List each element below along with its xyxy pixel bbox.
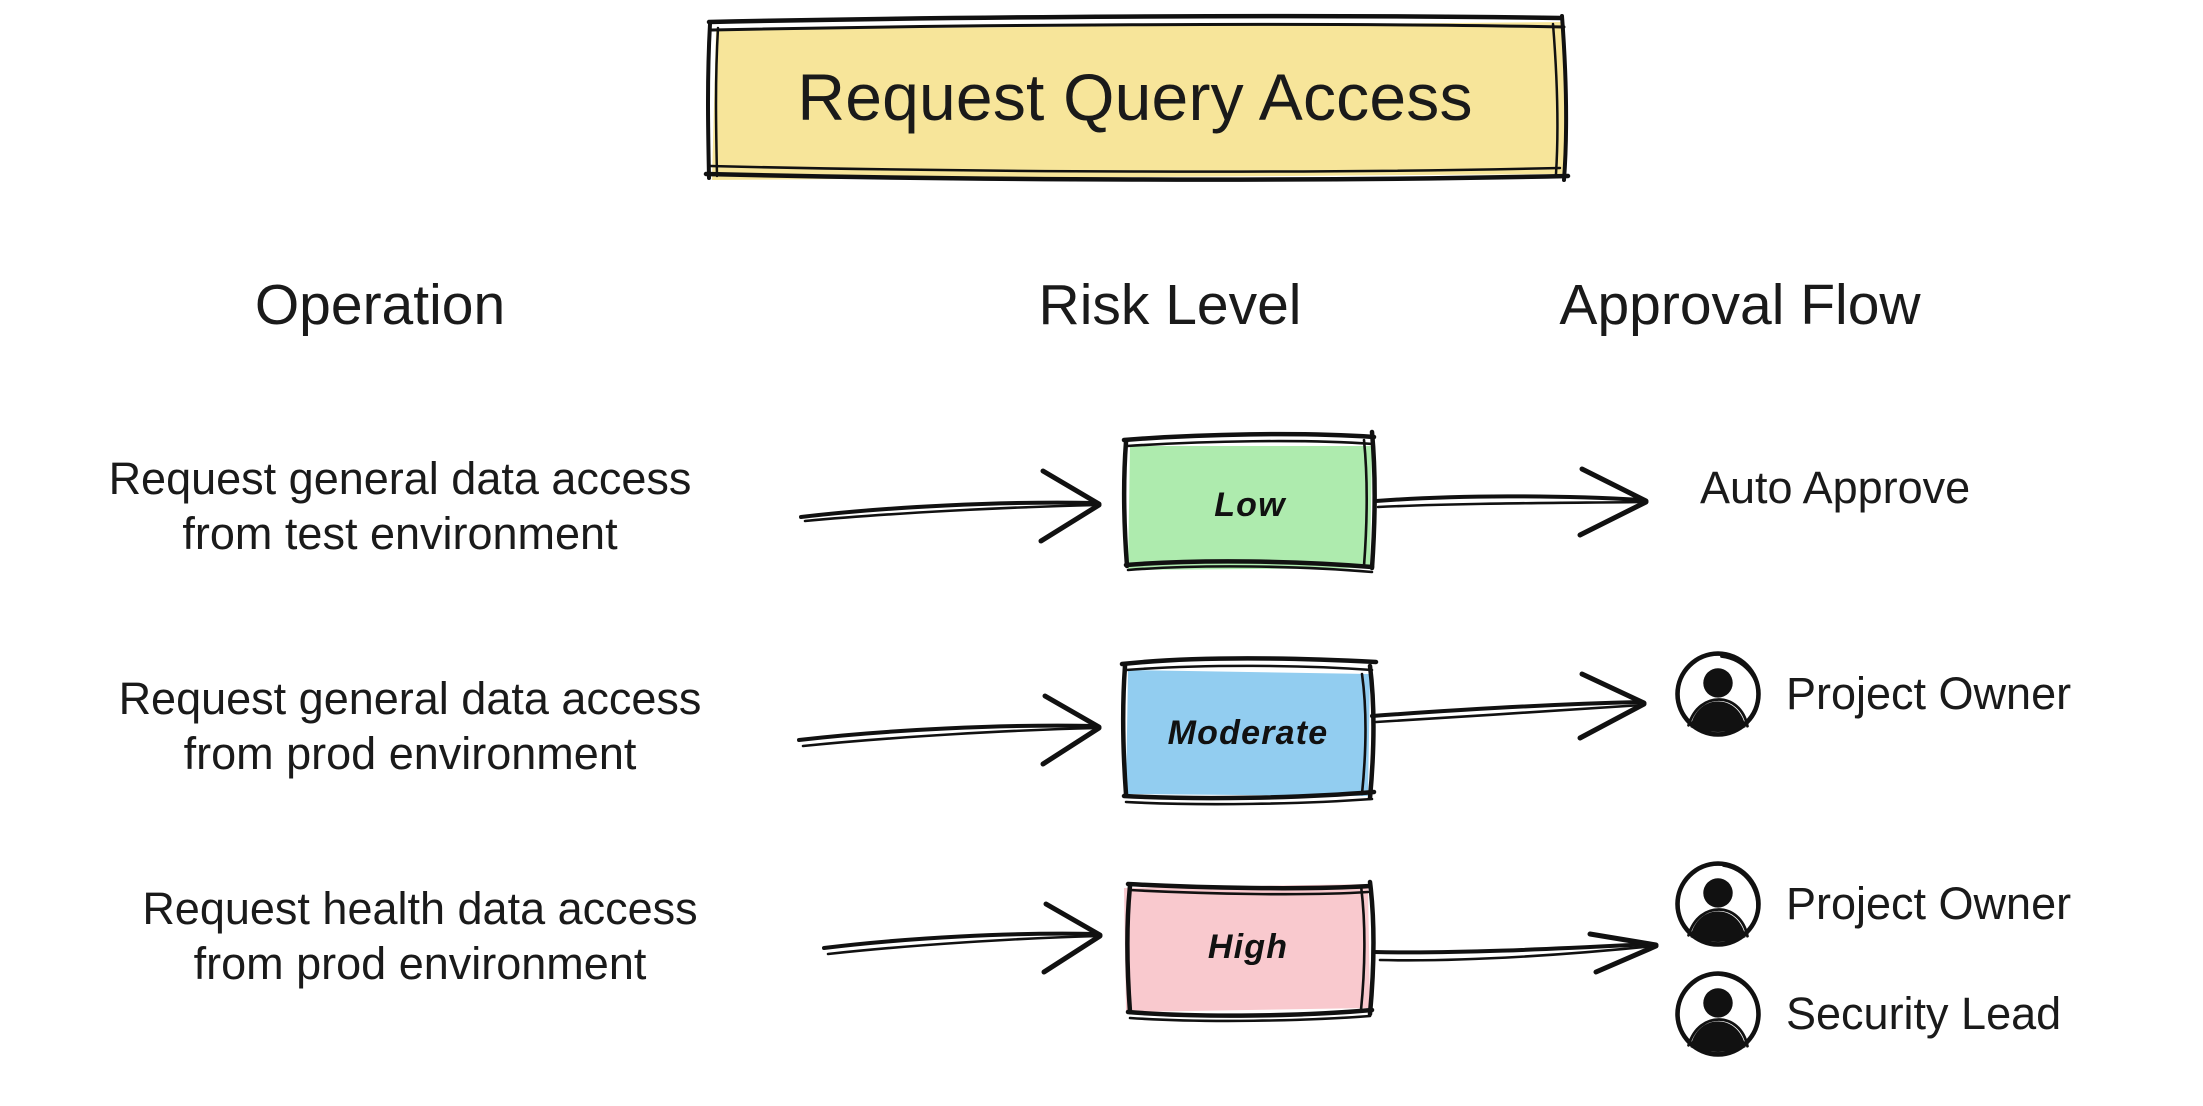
risk-box-shape	[1124, 879, 1376, 1023]
person-icon	[1672, 968, 1764, 1060]
title-banner-edge-right	[1560, 14, 1569, 182]
approval-label: Security Lead	[1786, 988, 2062, 1039]
risk-level-label: Moderate	[1167, 713, 1329, 752]
risk-box-fill	[1124, 884, 1370, 1012]
title-banner: Request Query Access	[700, 8, 1571, 186]
title-banner-edge-right2	[1551, 22, 1559, 176]
title-banner-edge-bottom	[703, 171, 1571, 182]
operation-line-1: Request general data access	[108, 453, 692, 504]
operation-line-1: Request general data access	[118, 673, 702, 724]
risk-box-shape	[1121, 429, 1377, 574]
column-header-approval-flow: Approval Flow	[1559, 273, 1921, 337]
person-icon	[1672, 648, 1764, 740]
title-banner-edge-left	[706, 22, 712, 180]
approval-entry-project-owner-2[interactable]: Project Owner	[1672, 858, 2071, 950]
page-title: Request Query Access	[797, 60, 1473, 134]
operation-line-2: from prod environment	[183, 727, 637, 779]
arrow-right-icon	[1370, 671, 1647, 741]
title-banner-edge-top2	[710, 22, 1566, 32]
arrow-right-icon	[1372, 931, 1659, 975]
operation-label-row-2: Request general data access from prod en…	[20, 672, 800, 782]
arrow-right-icon	[1374, 466, 1649, 538]
title-banner-fill	[712, 22, 1566, 180]
approval-entry-security-lead[interactable]: Security Lead	[1672, 968, 2061, 1060]
operation-label-row-1: Request general data access from test en…	[10, 452, 790, 562]
risk-level-label: High	[1207, 927, 1289, 966]
title-banner-shape	[703, 13, 1571, 182]
risk-box-fill	[1128, 446, 1372, 570]
title-banner-edge-top	[706, 13, 1564, 25]
operation-line-2: from prod environment	[193, 937, 647, 989]
risk-box-low[interactable]: Low	[1100, 420, 1400, 590]
risk-box-high[interactable]: High	[1098, 862, 1398, 1032]
approval-entry-auto-approve[interactable]: Auto Approve	[1700, 462, 1970, 514]
arrow-right-icon	[822, 901, 1103, 975]
risk-box-moderate[interactable]: Moderate	[1098, 648, 1398, 818]
title-banner-edge-bottom2	[708, 164, 1562, 173]
risk-box-shape	[1119, 656, 1379, 806]
arrow-right-icon	[799, 468, 1102, 544]
approval-label: Auto Approve	[1700, 462, 1971, 513]
arrow-right-icon	[797, 693, 1102, 767]
approval-label: Project Owner	[1786, 668, 2072, 719]
risk-box-fill	[1126, 670, 1370, 796]
approval-entry-project-owner[interactable]: Project Owner	[1672, 648, 2071, 740]
operation-label-row-3: Request health data access from prod env…	[30, 882, 810, 992]
column-header-operation: Operation	[254, 273, 506, 337]
approval-label: Project Owner	[1786, 878, 2072, 929]
risk-level-label: Low	[1214, 485, 1286, 524]
operation-line-1: Request health data access	[142, 883, 698, 934]
person-icon	[1672, 858, 1764, 950]
operation-line-2: from test environment	[182, 507, 618, 559]
column-header-risk-level: Risk Level	[1038, 273, 1302, 337]
title-banner-edge-left2	[714, 26, 720, 178]
